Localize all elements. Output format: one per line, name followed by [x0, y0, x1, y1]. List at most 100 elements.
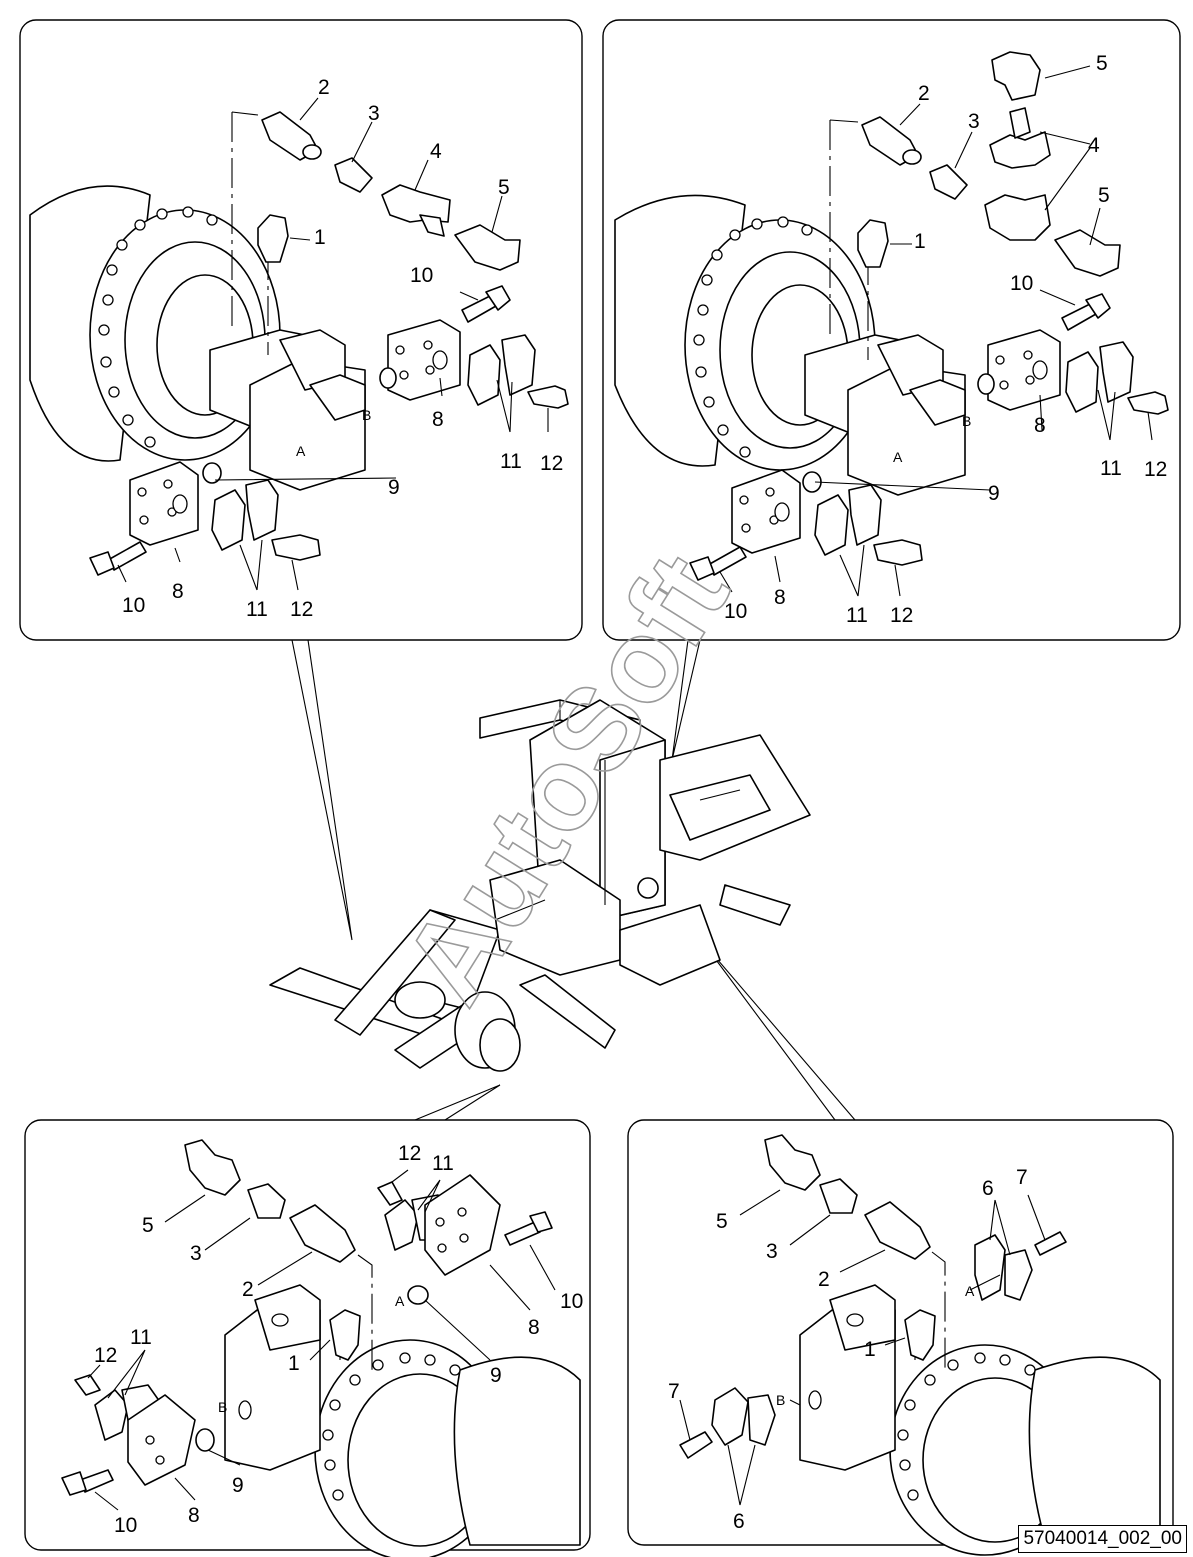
callout-6: 6	[733, 1510, 745, 1533]
callout-4: 4	[430, 140, 442, 163]
flange-block-8-upper	[424, 1174, 501, 1276]
adapter-3	[247, 1183, 286, 1219]
callout-9: 9	[388, 476, 400, 499]
port-a-label: A	[893, 449, 903, 465]
callout-7: 7	[1016, 1166, 1028, 1189]
callout-9: 9	[988, 482, 1000, 505]
cap-screw-12-lower	[74, 1374, 101, 1396]
split-flange-11-lower	[814, 484, 882, 556]
callout-9: 9	[232, 1474, 244, 1497]
callouts-bottom-right: 5 3 2 6 7 1 7 6	[668, 1166, 1028, 1533]
elbow-fitting-5	[454, 224, 521, 271]
drum-hub	[889, 1344, 1161, 1556]
callout-9: 9	[490, 1364, 502, 1387]
callout-2: 2	[318, 76, 330, 99]
callout-10: 10	[560, 1290, 583, 1313]
callouts-bottom-left: 12 11 5 3 2 10 8 9 12 11 1 9 10 8	[94, 1142, 583, 1537]
cap-screw-12-lower	[271, 534, 321, 561]
callout-3: 3	[190, 1242, 202, 1265]
adapter-3	[819, 1178, 858, 1214]
callout-6: 6	[982, 1177, 994, 1200]
callout-10: 10	[724, 600, 747, 623]
leader-lines	[719, 65, 1153, 597]
tee-fitting-4-lower	[984, 194, 1051, 241]
callout-12: 12	[94, 1344, 117, 1367]
split-flange-11-upper	[1065, 341, 1134, 413]
top-right-assembly: A B	[614, 51, 1169, 627]
bolt-10-upper	[461, 285, 511, 323]
plug-1	[857, 219, 889, 268]
plug-1	[904, 1309, 936, 1361]
elbow-fitting-5	[764, 1134, 821, 1191]
o-ring-9-lower	[195, 1428, 215, 1452]
callout-8: 8	[432, 408, 444, 431]
callout-11: 11	[500, 450, 522, 473]
callout-2: 2	[242, 1278, 254, 1301]
callout-10: 10	[410, 264, 433, 287]
bolt-10-lower	[689, 546, 747, 581]
hub-bolt-holes	[98, 206, 218, 448]
plug-1	[257, 214, 289, 263]
flange-block-8-upper	[387, 319, 461, 401]
callout-12: 12	[890, 604, 913, 627]
o-ring-9-upper	[379, 367, 397, 389]
port-a-label: A	[296, 443, 306, 459]
split-flange-11-upper	[467, 334, 536, 406]
hub-bolt-holes	[322, 1352, 461, 1501]
tee-fitting-4	[381, 184, 451, 237]
callouts-top-right: 5 2 3 4 5 1 10 9 8 11 12 10 8 11 12	[724, 52, 1167, 627]
hydraulic-motor: B A	[218, 1284, 405, 1471]
callout-4: 4	[1088, 134, 1100, 157]
hydraulic-motor: A B	[804, 334, 971, 496]
hub-bolt-holes	[897, 1352, 1036, 1501]
hub-bolt-holes	[693, 216, 813, 458]
cap-screw-12-upper	[527, 385, 569, 409]
callout-2: 2	[818, 1268, 830, 1291]
cap-screw-12-lower	[873, 539, 923, 566]
callout-5: 5	[1098, 184, 1110, 207]
bottom-left-assembly: B A	[61, 1139, 583, 1557]
reducer-fitting-2	[861, 116, 922, 166]
reducer-fitting-2	[289, 1204, 356, 1263]
centerline	[829, 119, 869, 360]
bottom-right-assembly: B A 5 3	[668, 1134, 1161, 1556]
o-ring-9-lower	[202, 462, 222, 484]
drum-hub	[614, 194, 876, 471]
port-b-label: B	[962, 413, 971, 429]
bolt-10-lower	[89, 541, 147, 576]
callout-8: 8	[188, 1504, 200, 1527]
callout-8: 8	[1034, 414, 1046, 437]
top-left-assembly: A B	[29, 76, 569, 621]
flange-block-8-lower	[731, 469, 801, 554]
callout-12: 12	[1144, 458, 1167, 481]
callout-5: 5	[142, 1214, 154, 1237]
tee-fitting-4-upper	[989, 107, 1051, 169]
callout-10: 10	[122, 594, 145, 617]
callout-1: 1	[288, 1352, 300, 1375]
port-b-label: B	[218, 1399, 227, 1415]
elbow-fitting-5-top	[991, 51, 1041, 101]
callout-1: 1	[864, 1338, 876, 1361]
flange-block-8-lower	[129, 461, 199, 546]
o-ring-9-upper	[407, 1285, 429, 1305]
cap-screw-7-lower	[679, 1431, 713, 1459]
callout-5: 5	[716, 1210, 728, 1233]
machine-frame	[269, 699, 811, 1072]
split-flange-6-lower	[711, 1387, 776, 1446]
callout-3: 3	[766, 1240, 778, 1263]
elbow-fitting-5	[1054, 229, 1121, 277]
callouts-top-left: 2 3 4 5 1 10 8 9 11 12 10 8 11 12	[122, 76, 563, 621]
callout-12: 12	[540, 452, 563, 475]
drum-hub	[314, 1339, 581, 1557]
leader-lines	[679, 1189, 1046, 1506]
callout-7: 7	[668, 1380, 680, 1403]
callout-10: 10	[114, 1514, 137, 1537]
callout-11: 11	[130, 1326, 152, 1349]
cap-screw-12-upper	[377, 1181, 403, 1206]
callout-11: 11	[846, 604, 868, 627]
callout-3: 3	[368, 102, 380, 125]
callout-11: 11	[432, 1152, 454, 1175]
reducer-fitting-2	[864, 1201, 931, 1260]
reducer-fitting-2	[261, 111, 322, 161]
callout-11: 11	[246, 598, 268, 621]
